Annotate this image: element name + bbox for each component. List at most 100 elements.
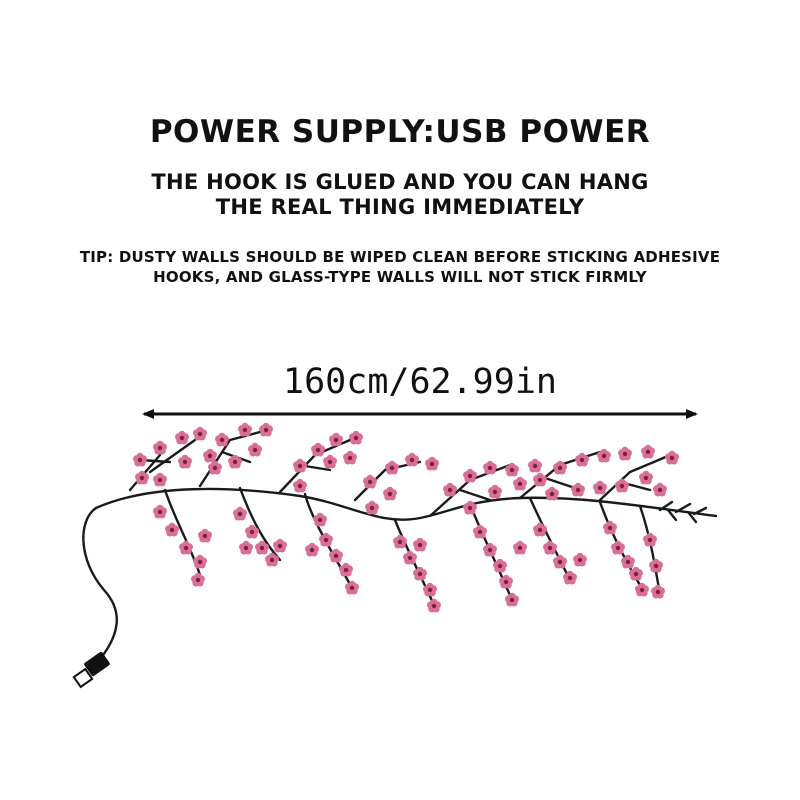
blossom-icon [153,504,167,519]
blossom-icon [499,574,513,589]
blossom-icon [488,484,502,499]
blossom-icon [239,540,253,555]
blossom-icon [597,448,612,463]
blossom-icon [463,468,477,483]
blossom-icon [593,480,608,495]
blossom-icon [545,486,560,501]
blossom-icon [629,566,644,581]
blossom-icon [423,582,437,597]
power-supply-title: POWER SUPPLY:USB POWER [149,114,651,150]
blossom-icon [233,506,247,521]
blossom-icon [635,582,650,597]
blossom-icon [228,454,242,469]
blossom-icon [505,462,519,477]
blossom-icon [403,550,417,565]
blossom-icon [311,442,325,457]
blossom-icon [618,446,633,461]
blossom-icon [573,552,588,567]
blossom-icon [329,432,343,447]
blossom-icon [505,592,519,607]
blossom-icon [575,452,590,467]
blossom-icon [615,478,630,493]
blossom-icon [215,432,229,447]
blossom-icon [255,540,269,555]
blossom-icon [323,454,337,469]
usb-plug-icon [72,651,110,689]
blossom-icon [483,460,497,475]
blossom-icon [191,572,205,587]
blossom-icon [571,482,586,497]
twig [638,504,662,597]
blossom-icon [493,558,507,573]
blossom-icon [649,558,664,573]
blossom-icon [319,532,333,547]
blossom-icon [343,450,357,465]
blossom-icon [273,538,287,553]
blossom-icon [259,422,273,437]
blossom-icon [427,598,441,613]
twig [528,496,572,582]
blossom-icon [193,554,207,569]
blossom-icon [405,452,419,467]
blossom-icon [198,528,212,543]
hook-note-line-1: THE HOOK IS GLUED AND YOU CAN HANG [151,170,649,194]
blossom-icon [305,542,319,557]
blossom-icon [413,566,427,581]
hook-note-line-2: THE REAL THING IMMEDIATELY [215,195,585,219]
blossom-icon [553,554,568,569]
blossom-icon [611,540,626,555]
blossom-icon [293,478,307,493]
blossom-icon [153,472,167,487]
blossom-icon [513,476,528,491]
blossom-icon [245,524,259,539]
usb-cable [82,506,118,666]
blossom-icon [513,540,528,555]
blossom-icon [293,458,307,473]
blossom-icon [329,548,343,563]
blossom-icon [248,442,262,457]
blossom-icon [208,460,222,475]
blossom-icon [385,460,399,475]
blossom-icon [349,430,363,445]
blossom-icon [413,537,427,552]
length-dimension-label: 160cm/62.99in [283,362,557,402]
blossom-icon [135,470,149,485]
blossom-icon [383,486,397,501]
blossom-icon [339,562,353,577]
blossom-icon [425,456,439,471]
main-vine [94,487,718,521]
blossom-icon [165,522,179,537]
blossom-icon [543,540,558,555]
bare-twig-tips [658,500,708,524]
blossom-icon [133,452,147,467]
blossom-icon [483,542,497,557]
blossom-icon [533,522,548,537]
blossom-icon [553,460,568,475]
blossom-icon [313,512,327,527]
blossom-icon [238,422,252,437]
blossom-icon [365,500,379,515]
blossom-icon [345,580,359,595]
blossom-icon [265,552,279,567]
blossom-icon [528,458,543,473]
blossom-icon [473,524,487,539]
blossom-icon [203,448,217,463]
blossom-icon [175,430,189,445]
blossom-icon [363,474,377,489]
blossom-icon [533,472,548,487]
blossom-icon [651,584,666,599]
blossom-icon [153,440,167,455]
twig [238,486,282,562]
blossom-icon [179,540,193,555]
blossom-icon [463,500,477,515]
blossom-icon [639,470,654,485]
blossom-icon [193,426,207,441]
blossom-icon [443,482,457,497]
tip-line-2: HOOKS, AND GLASS-TYPE WALLS WILL NOT STI… [153,268,647,286]
blossom-icon [621,554,636,569]
blossom-icon [603,520,618,535]
blossom-cluster [133,422,680,613]
blossom-icon [665,450,680,465]
